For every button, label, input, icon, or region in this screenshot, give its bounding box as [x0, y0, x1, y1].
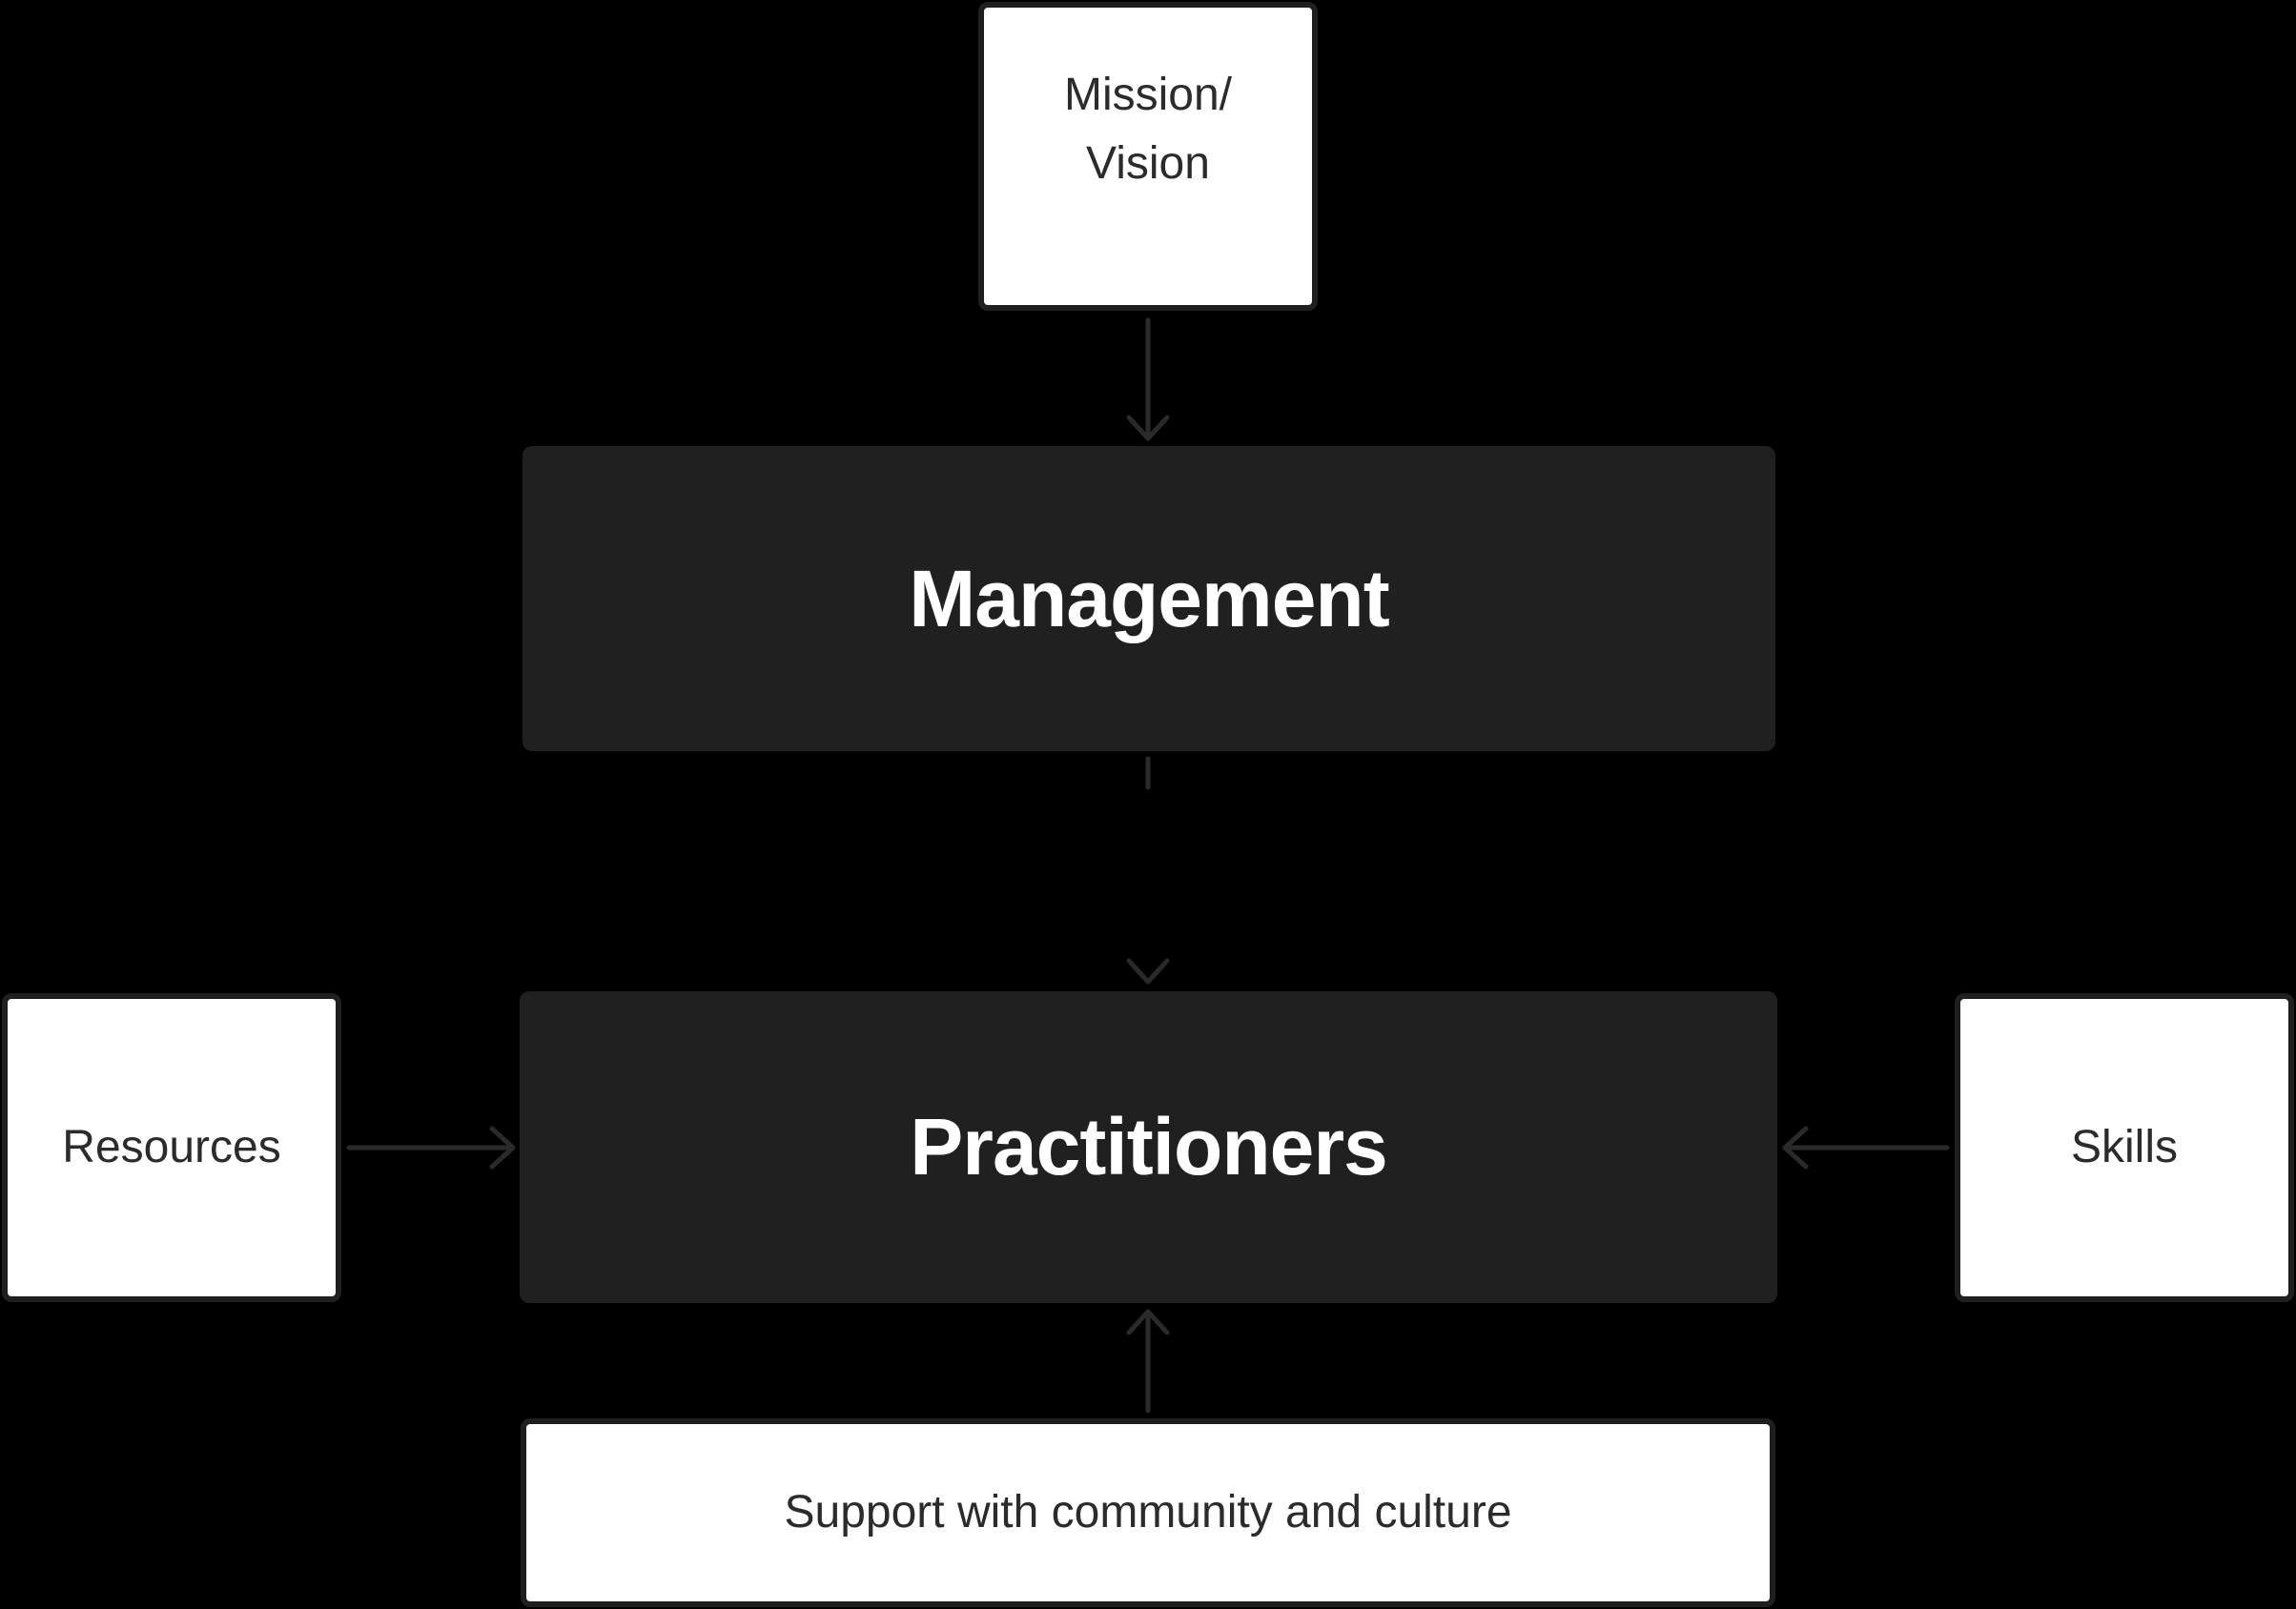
arrowhead-practitioners-bottom	[1126, 1309, 1170, 1335]
skills-box: Skills	[1955, 993, 2294, 1302]
practitioners-label: Practitioners	[910, 1102, 1388, 1191]
resources-box: Resources	[2, 993, 341, 1302]
arrowhead-management	[1126, 415, 1170, 441]
arrowhead-practitioners-top	[1126, 958, 1170, 985]
management-label: Management	[909, 553, 1389, 643]
management-box: Management	[523, 446, 1775, 751]
arrowhead-practitioners-right	[1782, 1126, 1809, 1170]
mission-vision-box: Mission/ Vision	[978, 2, 1318, 311]
arrowhead-practitioners-left	[489, 1126, 516, 1170]
practitioners-box: Practitioners	[520, 991, 1777, 1303]
skills-label: Skills	[2070, 1122, 2178, 1172]
support-box: Support with community and culture	[521, 1418, 1775, 1607]
support-label: Support with community and culture	[784, 1487, 1512, 1538]
mission-vision-label: Mission/ Vision	[1063, 70, 1233, 189]
resources-label: Resources	[62, 1122, 281, 1172]
